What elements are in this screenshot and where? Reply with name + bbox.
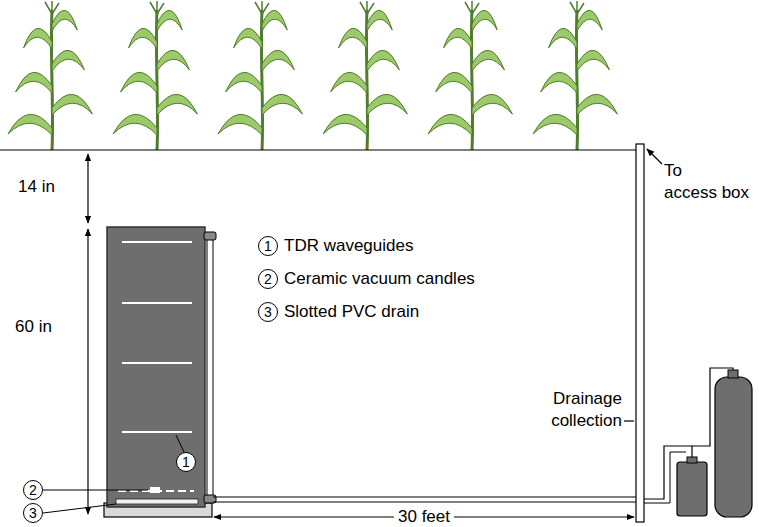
callout-circle: 3 bbox=[23, 503, 43, 523]
depth-dimension bbox=[87, 154, 88, 223]
callout-number: 2 bbox=[264, 272, 272, 286]
callout-circle: 1 bbox=[176, 452, 196, 472]
leader-line bbox=[43, 504, 116, 513]
height-dimension bbox=[87, 229, 88, 514]
callout-circle: 2 bbox=[258, 269, 278, 289]
lysimeter-column bbox=[107, 227, 205, 507]
callout-circle: 1 bbox=[258, 236, 278, 256]
callout-number: 3 bbox=[29, 506, 37, 520]
candle-fitting bbox=[150, 487, 160, 493]
side-tube bbox=[207, 233, 213, 501]
callout-number: 2 bbox=[29, 483, 37, 497]
leader-line bbox=[176, 435, 184, 452]
part-name: Ceramic vacuum candles bbox=[284, 268, 475, 290]
tube-fitting bbox=[204, 232, 216, 240]
part-name: Slotted PVC drain bbox=[284, 301, 419, 323]
dimension-label: 60 in bbox=[15, 316, 52, 338]
leader-line bbox=[43, 490, 148, 491]
access-pipe bbox=[636, 144, 644, 522]
leader-line bbox=[624, 420, 634, 421]
callout-number: 3 bbox=[264, 305, 272, 319]
small-tank bbox=[677, 462, 707, 516]
callout-number: 1 bbox=[182, 455, 190, 469]
ground-line bbox=[0, 149, 636, 150]
part-name: TDR waveguides bbox=[284, 235, 413, 257]
collection-label: Drainage collection bbox=[530, 388, 622, 432]
dimension-label: 30 feet bbox=[394, 506, 454, 527]
vacuum-tank bbox=[715, 377, 752, 517]
corn-plants bbox=[8, 1, 617, 150]
tdr-waveguides bbox=[122, 242, 192, 432]
dimension-label: 14 in bbox=[18, 176, 55, 198]
callout-number: 1 bbox=[264, 239, 272, 253]
pipe-label: To access box bbox=[664, 160, 756, 204]
slotted-drain bbox=[116, 499, 198, 504]
leader-line bbox=[647, 149, 662, 164]
callout-circle: 2 bbox=[23, 480, 43, 500]
callout-circle: 3 bbox=[258, 302, 278, 322]
